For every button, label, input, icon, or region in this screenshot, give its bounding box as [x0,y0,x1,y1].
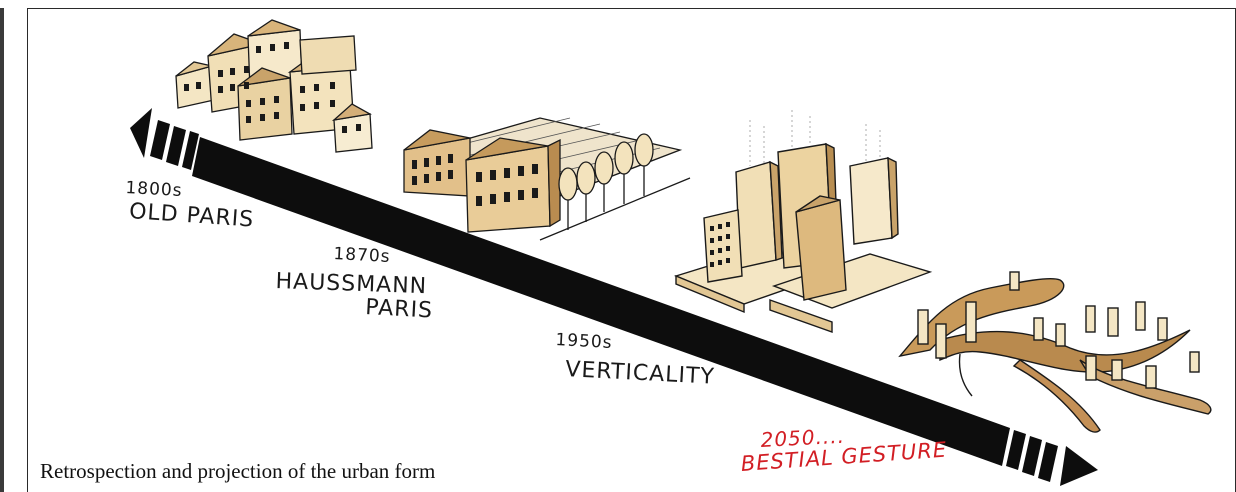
timeline-arrow [130,108,1098,486]
verticality-towers-icon [673,110,933,333]
arrow-head-left-icon [130,108,152,158]
figure-caption: Retrospection and projection of the urba… [40,459,436,483]
haussmann-paris-buildings-icon [403,117,691,241]
old-paris-buildings-icon [175,19,373,153]
left-edge-bar [0,8,4,492]
bestial-gesture-structure-icon [898,271,1212,433]
arrow-head-right-icon [1060,446,1098,486]
label-1800s-year: 1800s [124,178,184,201]
label-paris: PARIS [364,295,434,324]
label-1950s-year: 1950s [554,330,614,353]
label-1870s-year: 1870s [332,244,392,267]
